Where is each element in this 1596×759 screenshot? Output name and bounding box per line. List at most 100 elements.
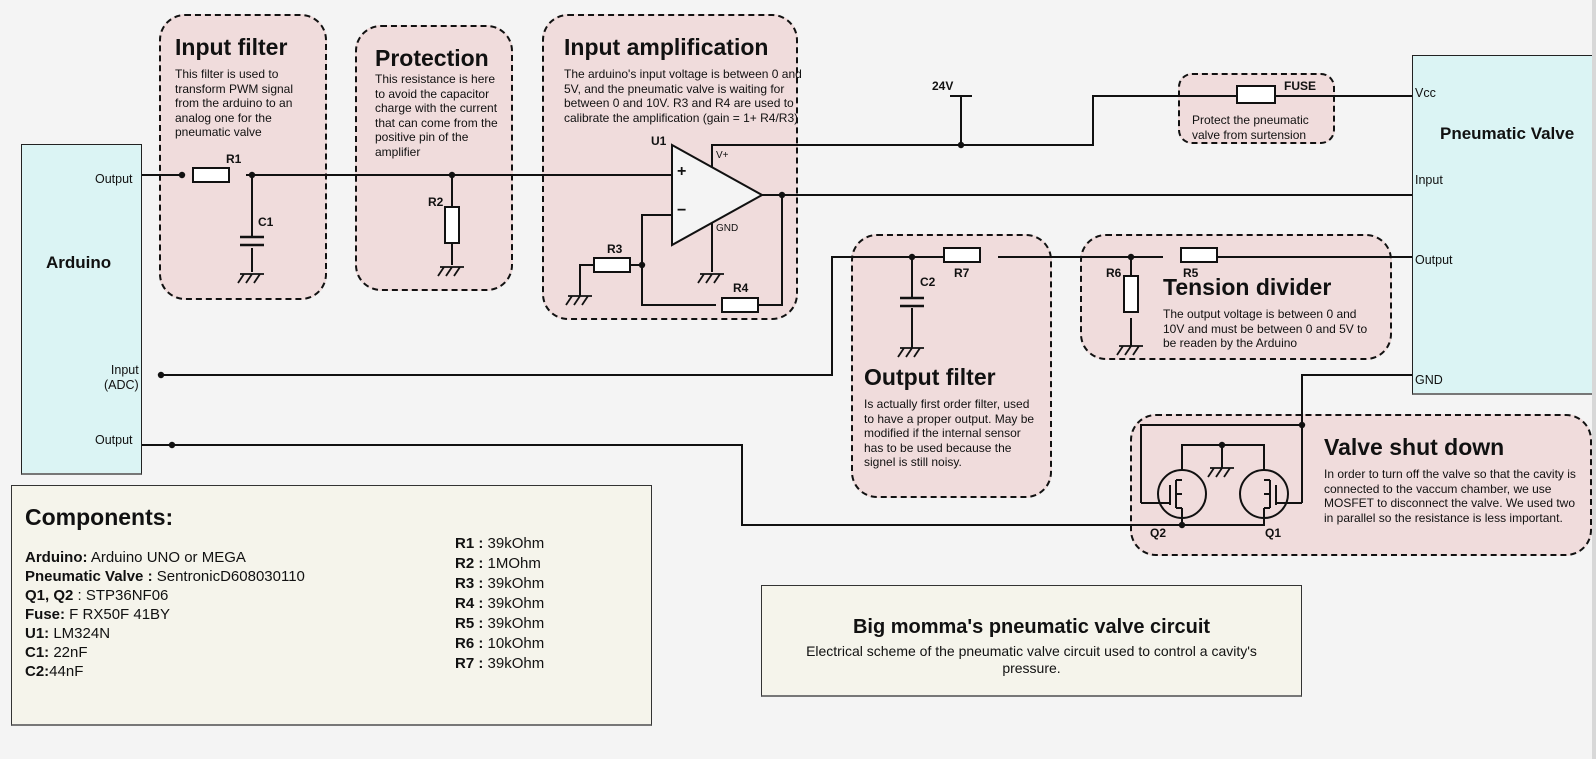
input-amplification-desc: The arduino's input voltage is between 0… <box>564 67 802 125</box>
label-vplus: V+ <box>716 150 729 161</box>
component-value: 39kOhm <box>483 615 545 632</box>
component-key: R1 : <box>455 535 484 552</box>
label-c2: C2 <box>920 275 936 289</box>
arduino-pin-output-2: Output <box>95 433 133 447</box>
output-filter-title: Output filter <box>864 364 996 390</box>
protection-title: Protection <box>375 45 489 71</box>
valve-pin-vcc: Vcc <box>1415 86 1436 100</box>
components-title: Components: <box>25 504 174 530</box>
label-opamp-gnd: GND <box>716 223 739 234</box>
wire-feedback <box>630 195 783 306</box>
valve-pin-input: Input <box>1415 173 1443 187</box>
valve-pin-output: Output <box>1415 253 1453 267</box>
input-filter-desc: This filter is used to transform PWM sig… <box>175 67 294 139</box>
label-r2: R2 <box>428 195 444 209</box>
label-u1: U1 <box>651 134 667 148</box>
component-key: R5 : <box>455 615 484 632</box>
component-row: Q1, Q2 : STP36NF06 <box>25 586 305 605</box>
pneumatic-valve-title: Pneumatic Valve <box>1440 124 1575 143</box>
title-box: Big momma's pneumatic valve circuit Elec… <box>761 585 1302 697</box>
resistor-r4 <box>721 297 759 313</box>
component-key: Pneumatic Valve : <box>25 568 153 585</box>
group-input-filter <box>159 14 327 300</box>
component-key: Fuse: <box>25 606 66 623</box>
opamp-plus: + <box>677 163 687 180</box>
component-key: Q1, Q2 <box>25 587 74 604</box>
ground-c1 <box>237 273 264 284</box>
mosfet-q2 <box>1157 469 1207 519</box>
arduino-block <box>21 144 142 475</box>
component-key: R4 : <box>455 595 484 612</box>
capacitor-c2 <box>900 296 924 308</box>
arduino-pin-input-adc: Input(ADC) <box>104 363 139 392</box>
component-row: Pneumatic Valve : SentronicD608030110 <box>25 567 305 586</box>
group-valve-shutdown <box>1130 414 1592 556</box>
input-amplification-title: Input amplification <box>564 34 769 60</box>
label-r3: R3 <box>607 242 623 256</box>
input-filter-title: Input filter <box>175 34 288 60</box>
component-row: R2 : 1MOhm <box>455 554 544 574</box>
component-value: 44nF <box>49 663 84 680</box>
ground-opamp <box>697 273 724 284</box>
resistor-r2 <box>444 206 460 244</box>
component-value: 39kOhm <box>483 575 545 592</box>
capacitor-c1 <box>240 235 264 247</box>
component-value: : STP36NF06 <box>73 587 169 604</box>
component-row: Fuse: F RX50F 41BY <box>25 605 305 624</box>
component-key: R6 : <box>455 635 484 652</box>
component-key: C2: <box>25 663 50 680</box>
component-key: R3 : <box>455 575 484 592</box>
component-key: R2 : <box>455 555 484 572</box>
tension-divider-title: Tension divider <box>1163 274 1332 300</box>
protection-desc: This resistance is here to avoid the cap… <box>375 72 498 159</box>
component-value: 1MOhm <box>483 555 541 572</box>
component-value: F RX50F 41BY <box>65 606 171 623</box>
wire-vplus <box>711 95 1412 167</box>
component-row: C1: 22nF <box>25 643 305 662</box>
wire-arduino-output-2 <box>142 444 1182 526</box>
label-r6: R6 <box>1106 266 1122 280</box>
opamp-minus: − <box>677 202 687 219</box>
tension-divider-desc: The output voltage is between 0 and 10V … <box>1163 307 1368 350</box>
resistor-r1 <box>192 167 230 183</box>
component-key: R7 : <box>455 655 484 672</box>
label-q2: Q2 <box>1150 526 1167 540</box>
component-value: 22nF <box>49 644 88 661</box>
component-key: Arduino: <box>25 549 88 566</box>
label-r5: R5 <box>1183 266 1199 280</box>
valve-pin-gnd: GND <box>1415 373 1443 387</box>
fuse-symbol <box>1236 85 1276 104</box>
ground-mosfet <box>1207 467 1234 478</box>
label-c1: C1 <box>258 215 274 229</box>
component-row: R7 : 39kOhm <box>455 654 544 674</box>
diagram-title: Big momma's pneumatic valve circuit <box>852 616 1211 638</box>
component-row: C2:44nF <box>25 662 305 681</box>
output-filter-desc: Is actually first order filter, used to … <box>864 397 1035 469</box>
fuse-label: FUSE <box>1284 79 1317 93</box>
component-row: R4 : 39kOhm <box>455 594 544 614</box>
label-r4: R4 <box>733 281 749 295</box>
component-row: R6 : 10kOhm <box>455 634 544 654</box>
component-value: LM324N <box>49 625 111 642</box>
arduino-pin-output-1: Output <box>95 172 133 186</box>
vertical-scrollbar[interactable] <box>1592 0 1596 759</box>
pneumatic-valve-block <box>1412 55 1596 395</box>
group-protection <box>355 25 513 291</box>
group-input-amplification <box>542 14 798 320</box>
fuse-desc: Protect the pneumatic valve from surtens… <box>1192 113 1309 142</box>
valve-shutdown-title: Valve shut down <box>1324 434 1505 460</box>
resistor-r7 <box>943 247 981 263</box>
component-key: C1: <box>25 644 50 661</box>
wire-mosfet-gate <box>1181 508 1265 526</box>
ground-r2 <box>437 266 464 277</box>
diagram-subtitle: Electrical scheme of the pneumatic valve… <box>806 643 1257 676</box>
ground-c2 <box>897 347 924 358</box>
components-box: Components: Arduino: Arduino UNO or MEGA… <box>11 485 652 726</box>
label-r7: R7 <box>954 266 970 280</box>
component-row: U1: LM324N <box>25 624 305 643</box>
component-value: 39kOhm <box>483 595 545 612</box>
component-row: R3 : 39kOhm <box>455 574 544 594</box>
